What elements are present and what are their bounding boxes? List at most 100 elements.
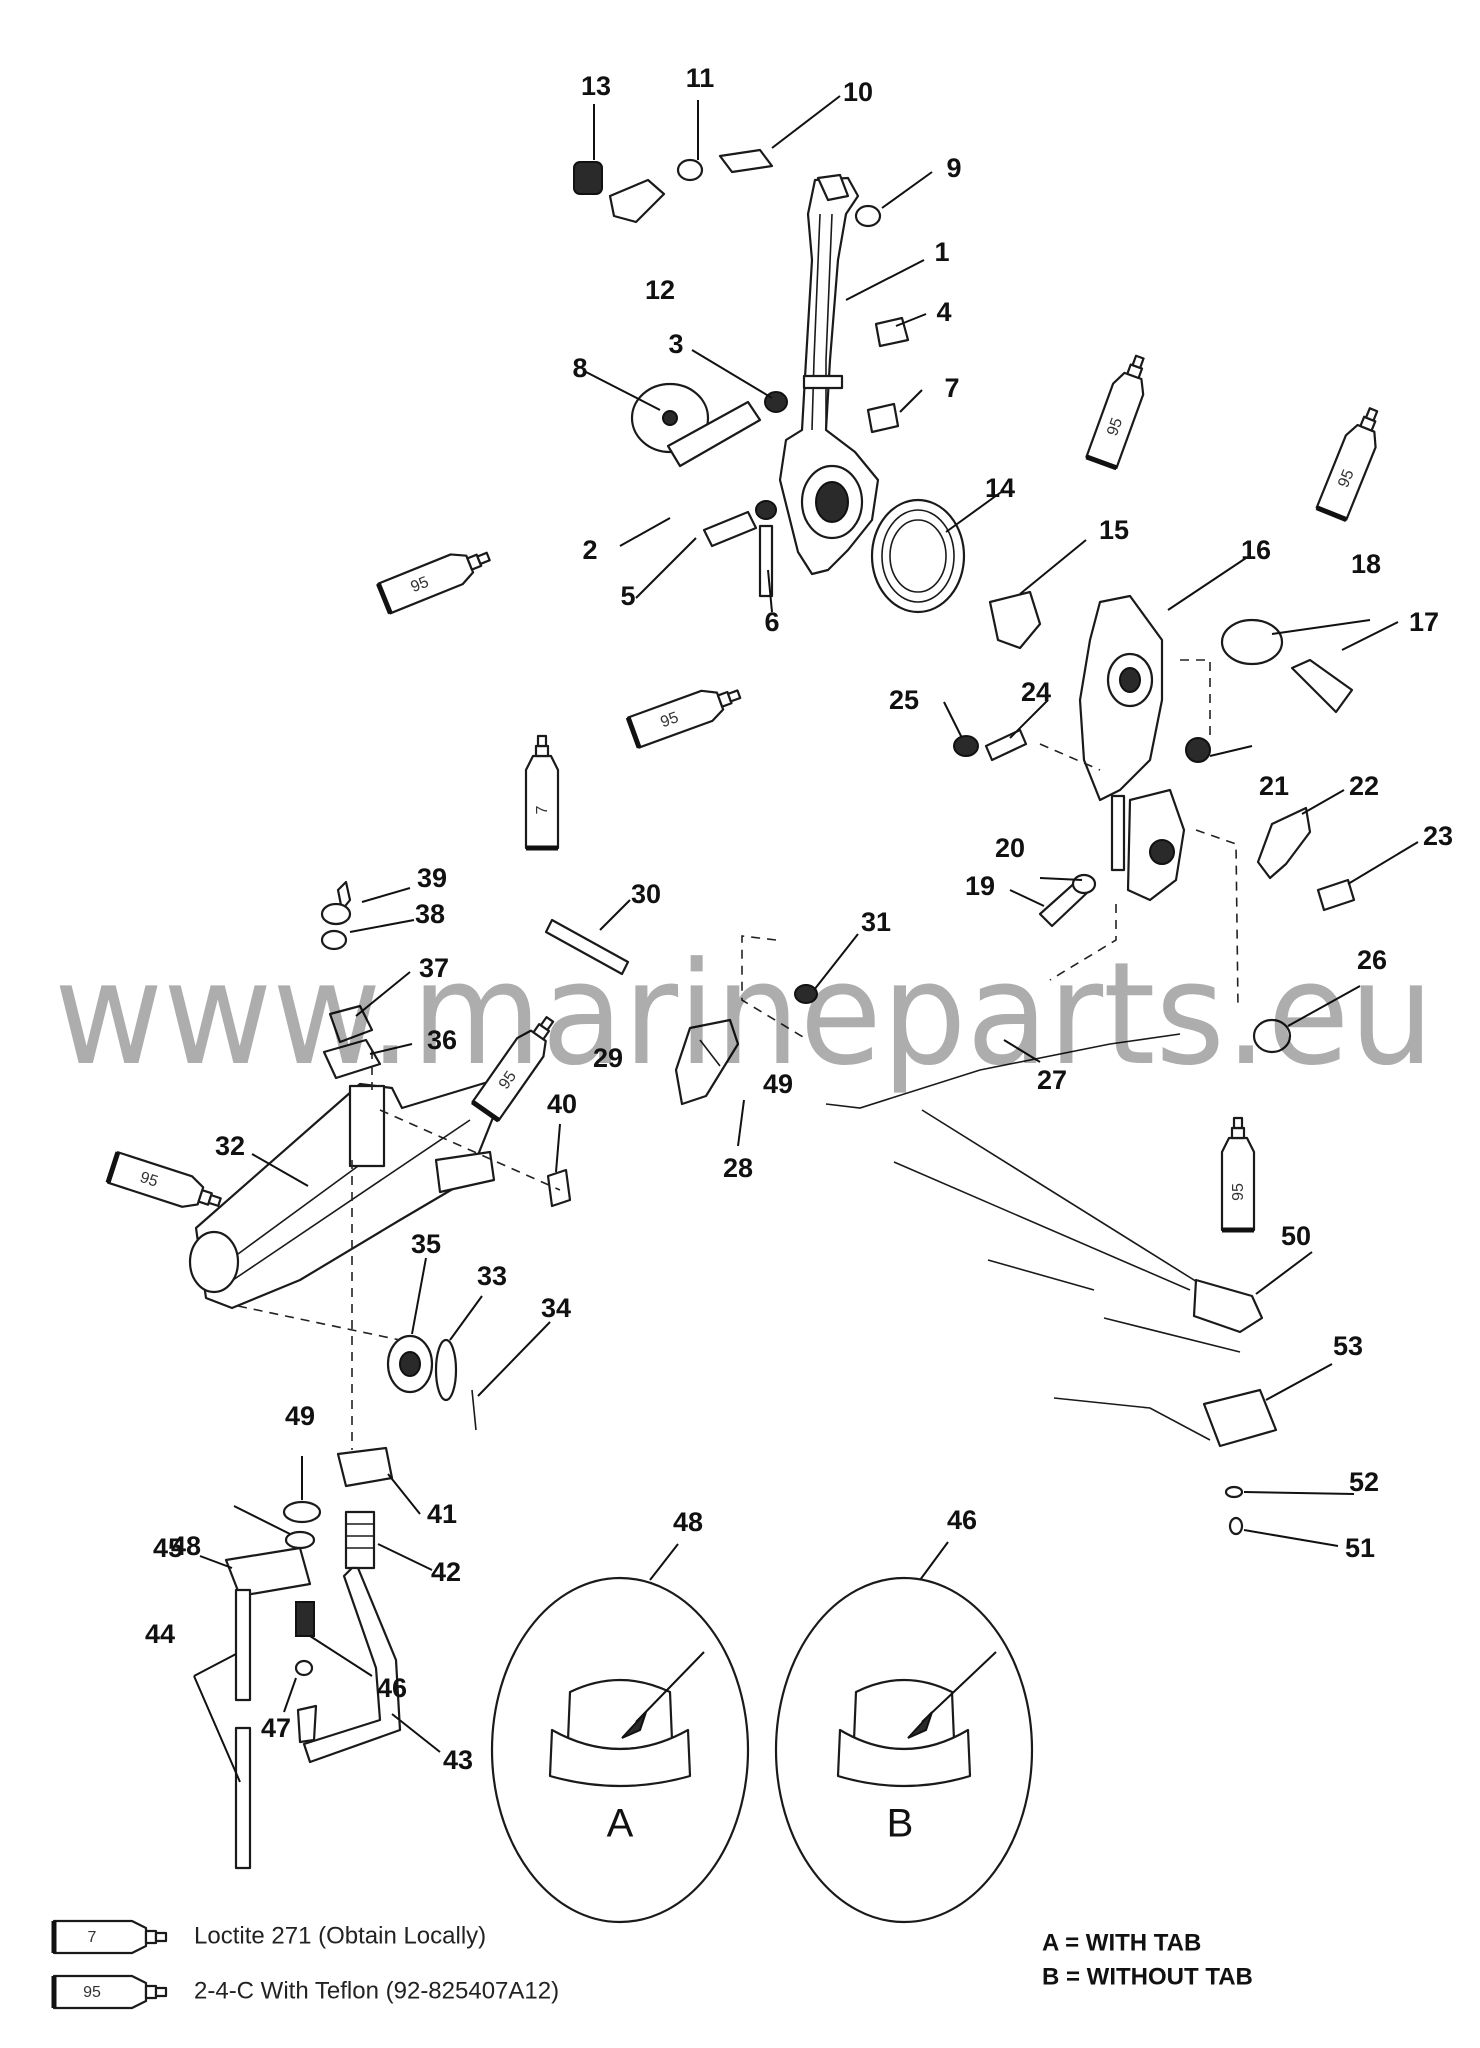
legend-tube-95: 95 <box>54 1976 166 2008</box>
leader-lines <box>193 95 1419 1783</box>
callout-number: 25 <box>889 685 919 715</box>
callout-number: 9 <box>946 153 961 183</box>
callout-number: 29 <box>593 1043 623 1073</box>
callout-number: 4 <box>936 297 951 327</box>
callout-number: 41 <box>427 1499 457 1529</box>
callout-number: 26 <box>1357 945 1387 975</box>
shift-linkage <box>544 918 818 1106</box>
hardware-right <box>953 728 1356 1054</box>
callout-number: 44 <box>145 1619 175 1649</box>
tiller-arm <box>778 173 880 576</box>
grease-tube-95-b: 95 <box>628 679 744 747</box>
callout-number: 33 <box>477 1261 507 1291</box>
callout-number: 21 <box>1259 771 1289 801</box>
key-without-tab: B = WITHOUT TAB <box>1042 1963 1253 1990</box>
callout-number: 50 <box>1281 1221 1311 1251</box>
callout-number: 19 <box>965 871 995 901</box>
callout-number: 20 <box>995 833 1025 863</box>
callout-number: 48 <box>171 1531 201 1561</box>
detail-letter-b: B <box>887 1802 914 1846</box>
callout-number: 53 <box>1333 1331 1363 1361</box>
callout-number: 15 <box>1099 515 1129 545</box>
callout-number: 17 <box>1409 607 1439 637</box>
wiring <box>893 1109 1278 1448</box>
callout-number: 42 <box>431 1557 461 1587</box>
callout-number: 31 <box>861 907 891 937</box>
callout-number: 51 <box>1345 1533 1375 1563</box>
washer-52 <box>1224 1485 1244 1499</box>
grease-tube-95-d: 95 <box>1317 404 1389 520</box>
bushing-18 <box>1220 618 1284 666</box>
legend-text-loctite: Loctite 271 (Obtain Locally) <box>194 1922 486 1949</box>
detail-view-a: A <box>490 1576 750 1924</box>
hardware-lower <box>224 1446 402 1870</box>
callout-number: 46 <box>377 1673 407 1703</box>
legend: 7 Loctite 271 (Obtain Locally) 95 2-4-C … <box>54 1921 1253 2008</box>
loctite-tube-7: 7 <box>526 736 558 848</box>
callout-number: 7 <box>944 373 959 403</box>
tube-label: 95 <box>408 574 431 596</box>
callout-number: 13 <box>581 71 611 101</box>
callout-number: 18 <box>1351 549 1381 579</box>
tube-label: 95 <box>1230 1183 1247 1201</box>
callout-number: 46 <box>947 1505 977 1535</box>
hardware-left <box>320 880 572 1431</box>
callout-number: 24 <box>1021 677 1051 707</box>
grease-tube-95-e: 95 <box>472 1010 562 1120</box>
steering-bracket <box>188 1080 502 1310</box>
legend-code: 95 <box>83 1984 101 2001</box>
screw-51 <box>1228 1516 1244 1536</box>
callout-number: 43 <box>443 1745 473 1775</box>
callout-number: 12 <box>645 275 675 305</box>
callout-number: 14 <box>985 473 1015 503</box>
callout-number: 32 <box>215 1131 245 1161</box>
friction-spring <box>870 498 966 614</box>
callout-number: 6 <box>764 607 779 637</box>
callout-number: 45 <box>153 1533 183 1563</box>
callout-number: 23 <box>1423 821 1453 851</box>
detail-letter-a: A <box>607 1802 634 1846</box>
grease-tube-95-g: 95 <box>1222 1118 1254 1230</box>
legend-code: 7 <box>88 1929 97 1946</box>
tube-label: 95 <box>1104 416 1126 439</box>
callout-number: 22 <box>1349 771 1379 801</box>
bushing <box>988 590 1042 650</box>
watermark: www.marineparts.eu <box>54 932 1434 1097</box>
callout-number: 28 <box>723 1153 753 1183</box>
callout-number: 39 <box>417 863 447 893</box>
callout-number: 52 <box>1349 1467 1379 1497</box>
tube-label: 7 <box>534 805 551 814</box>
callout-number: 38 <box>415 899 445 929</box>
callout-number: 37 <box>419 953 449 983</box>
callout-number: 5 <box>620 581 635 611</box>
callout-number: 10 <box>843 77 873 107</box>
grease-tube-95-c: 95 <box>1086 352 1154 468</box>
legend-text-grease: 2-4-C With Teflon (92-825407A12) <box>194 1977 559 2004</box>
grease-tube-95-f: 95 <box>108 1152 224 1217</box>
bolt <box>1290 658 1354 714</box>
grease-tube-95-a: 95 <box>378 542 494 614</box>
callout-number: 11 <box>686 63 715 93</box>
shift-bracket <box>1078 594 1186 902</box>
callout-number: 30 <box>631 879 661 909</box>
callout-number: 40 <box>547 1089 577 1119</box>
callout-number: 3 <box>668 329 683 359</box>
hardware-upper <box>573 148 910 598</box>
callout-number: 16 <box>1241 535 1271 565</box>
tube-label: 95 <box>138 1169 160 1191</box>
callout-number: 49 <box>763 1069 793 1099</box>
tube-label: 95 <box>658 709 681 731</box>
callout-number: 47 <box>261 1713 291 1743</box>
key-with-tab: A = WITH TAB <box>1042 1929 1201 1956</box>
callout-number: 49 <box>285 1401 315 1431</box>
assembly-lines <box>237 659 1239 1450</box>
legend-tube-7: 7 <box>54 1921 166 1953</box>
callout-number: 2 <box>582 535 597 565</box>
callout-number: 48 <box>673 1507 703 1537</box>
detail-view-b: B <box>774 1576 1034 1924</box>
callout-number: 8 <box>572 353 587 383</box>
callout-number: 34 <box>541 1293 571 1323</box>
callout-number: 35 <box>411 1229 441 1259</box>
callout-number: 1 <box>934 237 949 267</box>
